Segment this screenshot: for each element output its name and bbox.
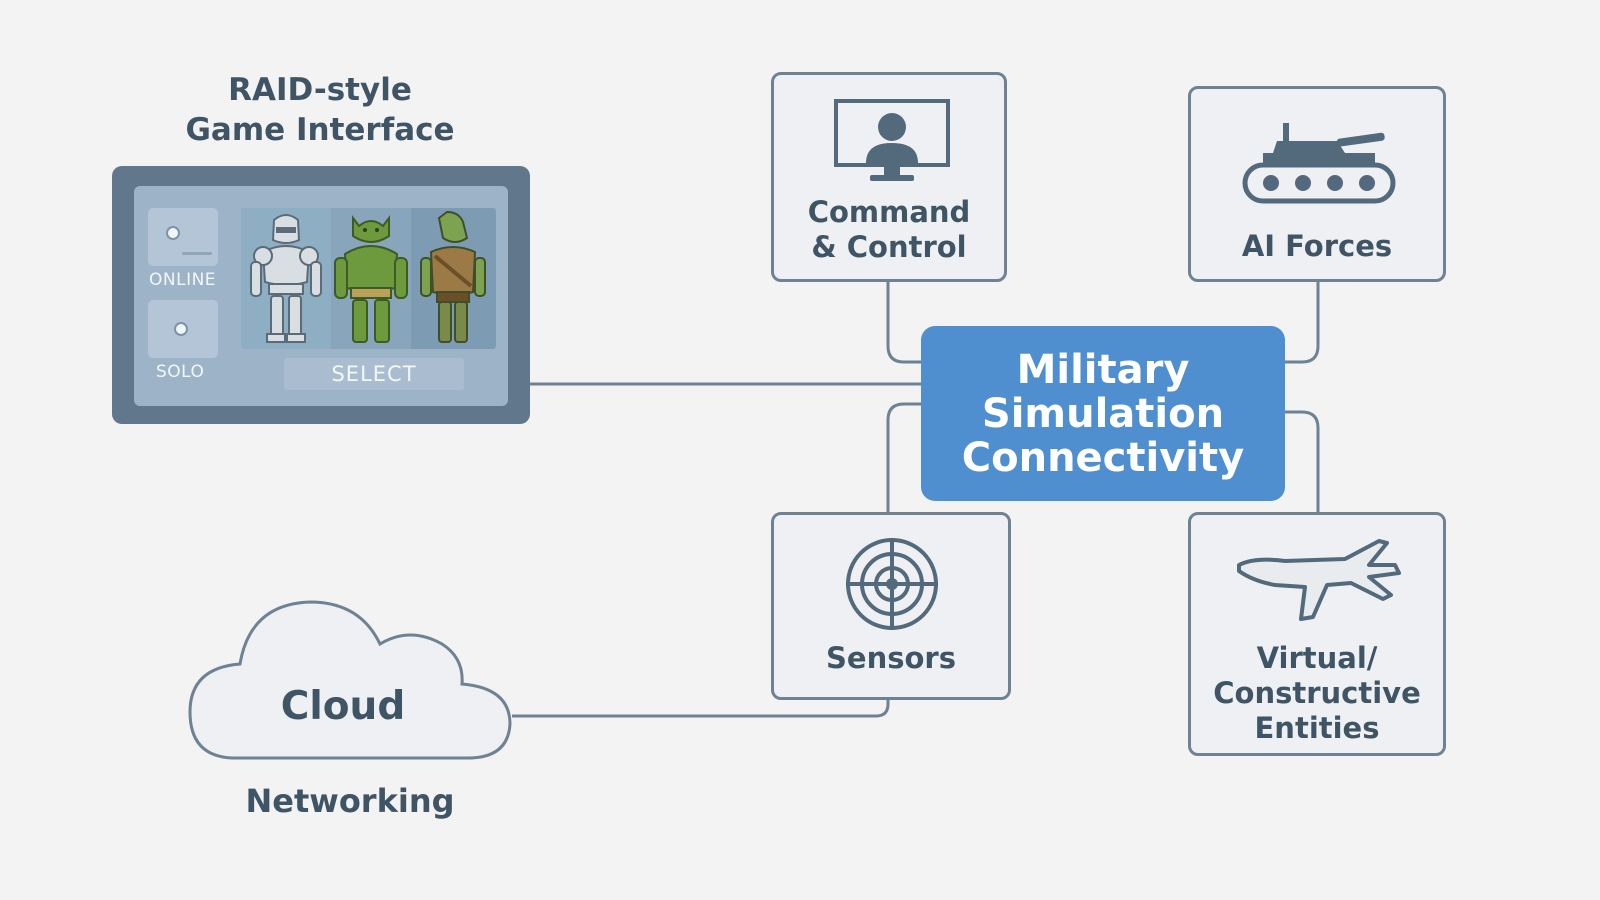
link-entities-to-hub	[1285, 410, 1320, 512]
character-orc[interactable]	[331, 208, 411, 349]
character-knight[interactable]	[241, 208, 331, 349]
entities-line3: Entities	[1254, 711, 1380, 745]
link-command-to-hub	[886, 282, 921, 364]
entities-node: Virtual/ Constructive Entities	[1188, 512, 1446, 756]
knight-armor-icon	[250, 214, 322, 343]
command-control-node: Command & Control	[771, 72, 1007, 282]
tank-icon	[1242, 123, 1396, 204]
radar-target-icon	[846, 538, 938, 630]
sensors-node: Sensors	[771, 512, 1011, 700]
game-device: ONLINE SOLO	[112, 166, 530, 424]
online-indicator-icon	[166, 226, 180, 240]
solo-indicator-icon	[174, 322, 188, 336]
command-control-label: Command & Control	[774, 195, 1004, 265]
entities-label: Virtual/ Constructive Entities	[1191, 641, 1443, 746]
raid-title-line2: Game Interface	[185, 112, 455, 148]
orc-warrior-icon	[334, 215, 408, 343]
fighter-jet-icon	[1237, 539, 1401, 621]
link-sensors-to-hub	[886, 402, 921, 512]
ai-forces-label: AI Forces	[1241, 229, 1393, 263]
sensors-label: Sensors	[826, 641, 956, 675]
raid-title: RAID-style Game Interface	[150, 70, 490, 150]
select-button[interactable]: SELECT	[284, 358, 464, 390]
raid-title-line1: RAID-style	[228, 72, 412, 108]
command-line1: Command	[807, 195, 971, 229]
link-aiforces-to-hub	[1285, 282, 1320, 364]
link-cloud-to-sensors	[512, 700, 890, 718]
command-line2: & Control	[811, 230, 967, 264]
monitor-user-icon	[834, 99, 950, 181]
online-mode-button[interactable]	[148, 208, 218, 266]
character-strip	[241, 208, 496, 349]
cloud-label: Cloud	[280, 684, 406, 729]
character-elf[interactable]	[411, 208, 496, 349]
game-screen: ONLINE SOLO	[134, 186, 508, 406]
online-bar	[182, 252, 212, 255]
networking-label: Networking	[245, 782, 455, 820]
hub-line1: Military	[1016, 346, 1190, 393]
entities-line2: Constructive	[1213, 676, 1421, 710]
hub-line2: Simulation	[981, 390, 1225, 437]
entities-line1: Virtual/	[1256, 641, 1378, 675]
online-label: ONLINE	[149, 270, 217, 290]
military-simulation-hub: Military Simulation Connectivity	[921, 326, 1285, 501]
solo-mode-button[interactable]	[148, 300, 218, 358]
hub-line3: Connectivity	[961, 434, 1245, 481]
elf-archer-icon	[420, 210, 486, 343]
solo-label: SOLO	[156, 362, 205, 382]
ai-forces-node: AI Forces	[1188, 86, 1446, 282]
cloud-icon	[188, 600, 512, 760]
